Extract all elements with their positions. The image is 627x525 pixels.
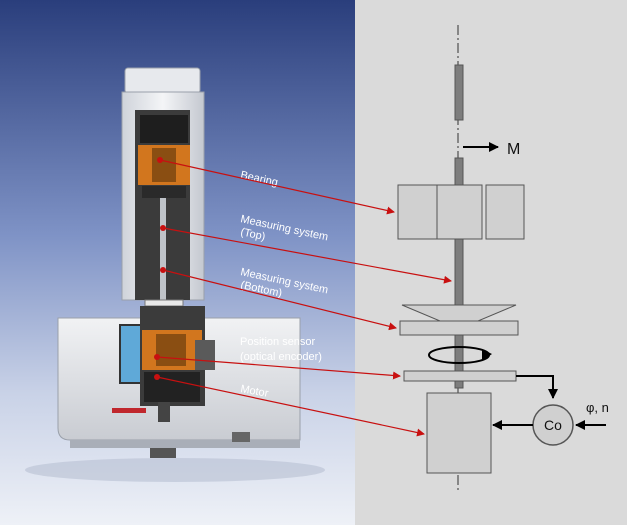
leader-measuring-bottom: [162, 269, 397, 331]
encoder-disk: [403, 370, 517, 382]
label-position-sensor-line1: Position sensor: [240, 336, 316, 348]
leader-bearing: [159, 159, 395, 215]
encoder-signal-arrow: [516, 375, 558, 399]
bearing-block-center: [436, 184, 483, 240]
leader-lines: [156, 159, 452, 437]
schematic: M Co φ, n: [397, 25, 609, 490]
leader-measuring-top: [162, 227, 452, 284]
measuring-plate: [399, 320, 519, 336]
label-position-sensor-line2: (optical encoder): [240, 351, 322, 363]
shaft-upper: [454, 64, 464, 121]
label-measuring-top-line2: (Top): [239, 226, 266, 243]
shaft-main: [454, 157, 464, 389]
leader-position-sensor: [156, 356, 401, 380]
controller-symbol: Co: [544, 417, 562, 433]
bearing-block-left: [397, 184, 439, 240]
rheometer-photo: [25, 67, 325, 482]
rotation-arrowhead: [482, 349, 492, 361]
bearing-block-right: [485, 184, 525, 240]
measuring-cone: [401, 304, 517, 330]
motor-block: [426, 392, 492, 474]
leader-motor: [156, 376, 425, 437]
input-symbol: φ, n: [586, 400, 609, 415]
torque-symbol: M: [507, 141, 520, 158]
